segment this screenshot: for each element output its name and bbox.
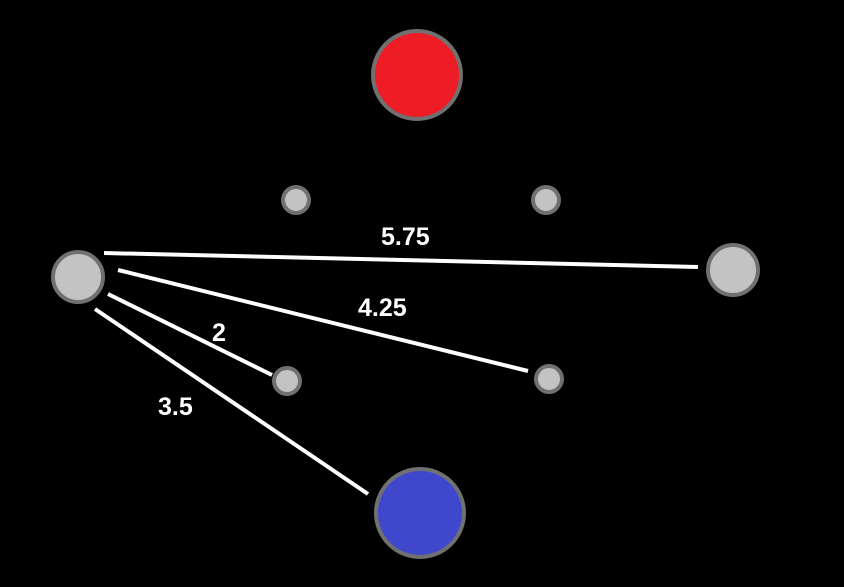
edge-weight-source-lower-left: 2 xyxy=(212,319,226,347)
node-right xyxy=(706,243,760,297)
node-source xyxy=(51,250,105,304)
node-upper-left xyxy=(281,185,311,215)
node-lower-left xyxy=(272,366,302,396)
edge-weight-source-blue: 3.5 xyxy=(158,393,193,421)
node-lower-right xyxy=(534,364,564,394)
node-upper-right xyxy=(531,185,561,215)
edge-source-blue xyxy=(93,307,370,496)
edge-weight-source-right: 5.75 xyxy=(381,223,430,251)
edge-source-lower-right xyxy=(117,268,529,373)
edge-weight-source-lower-right: 4.25 xyxy=(358,294,407,322)
edge-source-lower-left xyxy=(107,292,273,377)
node-blue xyxy=(374,467,466,559)
edge-source-right xyxy=(103,251,699,269)
node-red xyxy=(371,29,463,121)
